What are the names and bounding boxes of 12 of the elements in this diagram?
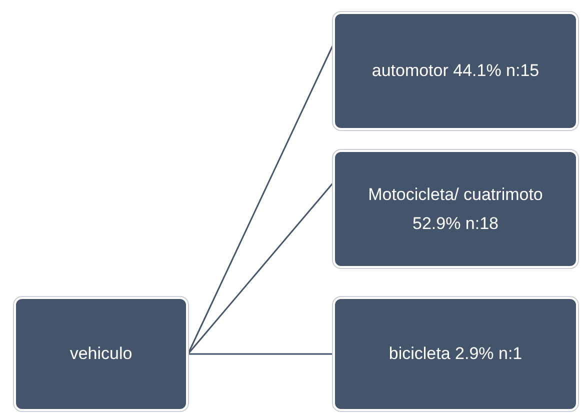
box-label: Motocicleta/ cuatrimoto [368, 184, 543, 205]
box-label: automotor 44.1% n:15 [372, 60, 540, 82]
connector-line [188, 353, 333, 355]
category-box [333, 12, 578, 130]
box-label: bicicleta 2.9% n:1 [388, 343, 522, 365]
category-box [14, 297, 188, 411]
box-label: 52.9% n:18 [412, 213, 498, 234]
connector-line [187, 182, 334, 354]
category-box [333, 150, 578, 268]
category-box [333, 297, 578, 411]
box-label: vehiculo [70, 343, 132, 365]
connector-line [187, 44, 334, 354]
